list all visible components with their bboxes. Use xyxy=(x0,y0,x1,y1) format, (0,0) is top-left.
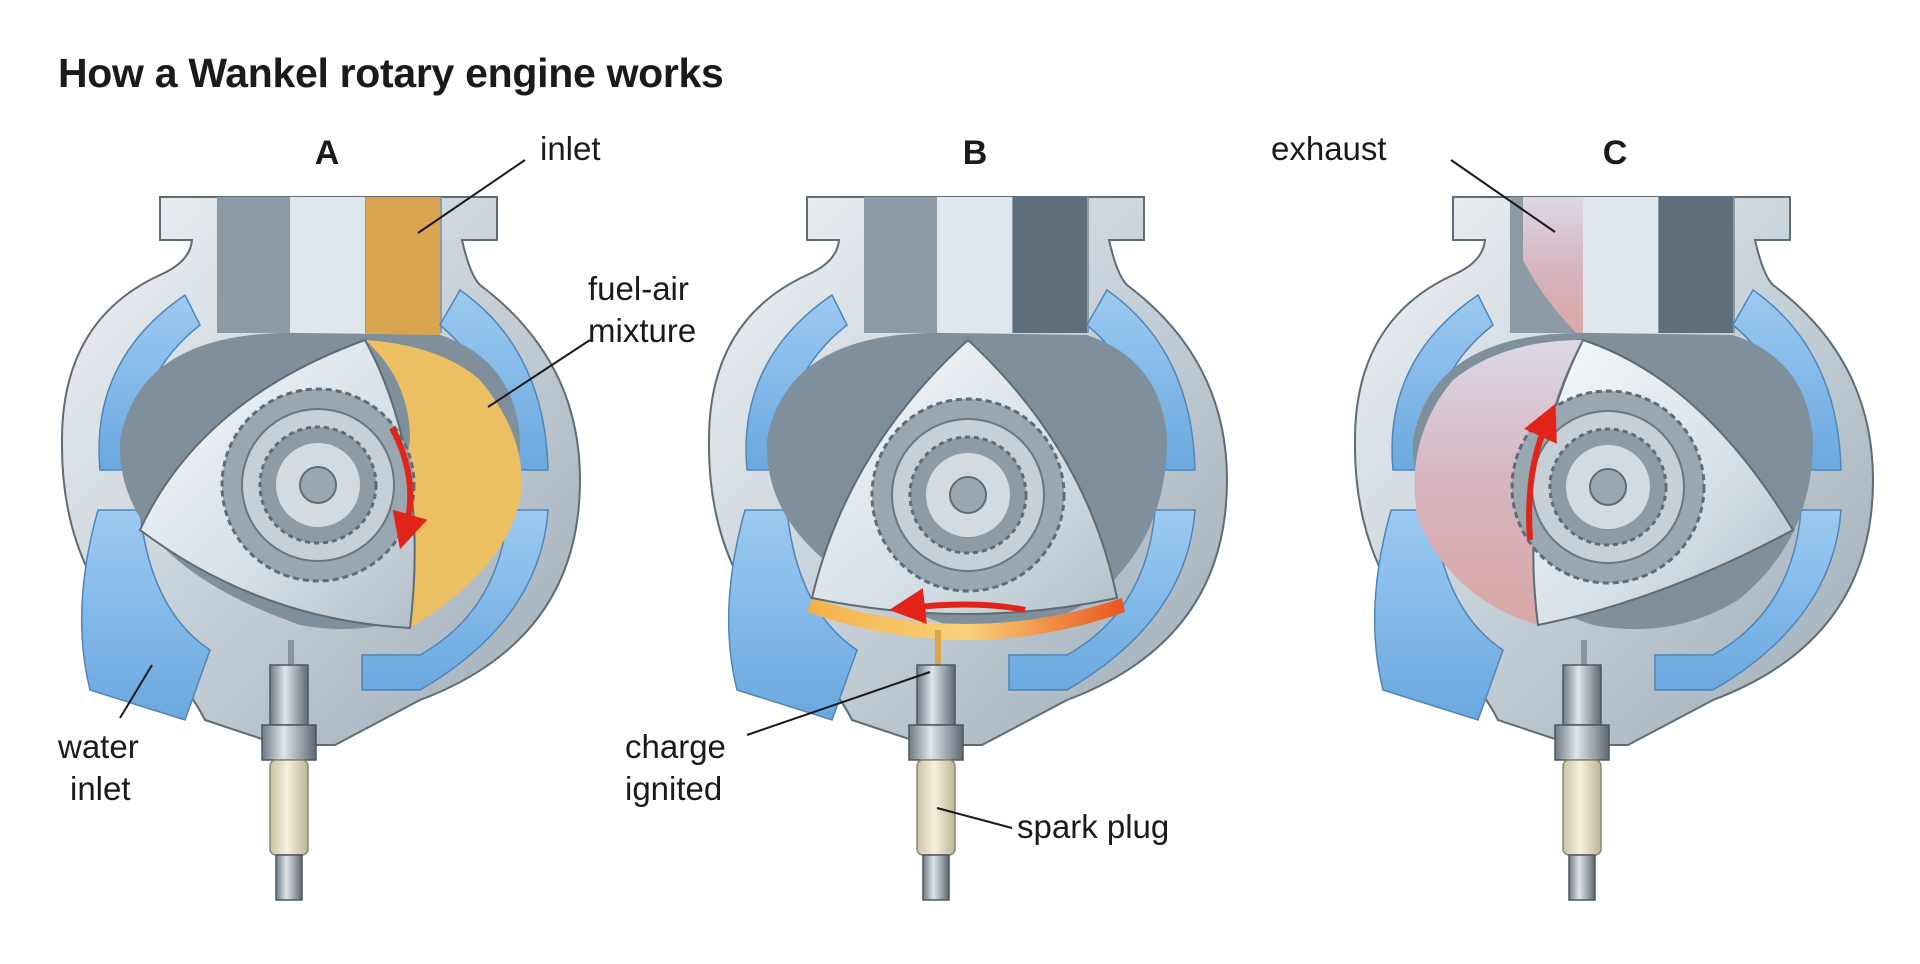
label-charge-2: ignited xyxy=(625,770,722,807)
panel-letter-b: B xyxy=(963,134,988,172)
spark-plug xyxy=(908,630,964,901)
panel-c: C xyxy=(1271,130,1875,901)
label-water-2: inlet xyxy=(70,770,131,807)
rotation-arrow xyxy=(889,588,1026,624)
inlet-port xyxy=(366,197,440,345)
panel-a: A xyxy=(57,130,696,901)
label-inlet: inlet xyxy=(540,130,601,167)
gear xyxy=(870,397,1066,593)
panel-letter-a: A xyxy=(315,134,340,172)
label-exhaust: exhaust xyxy=(1271,130,1387,167)
label-fuel-air-2: mixture xyxy=(588,312,696,349)
label-charge-1: charge xyxy=(625,728,726,765)
spark-plug xyxy=(1554,640,1610,901)
spark-plug xyxy=(261,640,317,901)
gear xyxy=(220,387,416,583)
label-water-1: water xyxy=(57,728,139,765)
label-fuel-air-1: fuel-air xyxy=(588,270,689,307)
panel-b: B xyxy=(625,134,1229,901)
rotation-arrow xyxy=(389,426,428,550)
label-spark-plug: spark plug xyxy=(1017,808,1169,845)
gear xyxy=(1510,389,1706,585)
ignition-zone xyxy=(807,598,1125,640)
panel-letter-c: C xyxy=(1603,134,1628,172)
exhaust-port xyxy=(1523,197,1583,340)
diagram-title: How a Wankel rotary engine works xyxy=(58,50,724,96)
rotation-arrow xyxy=(1524,403,1557,541)
